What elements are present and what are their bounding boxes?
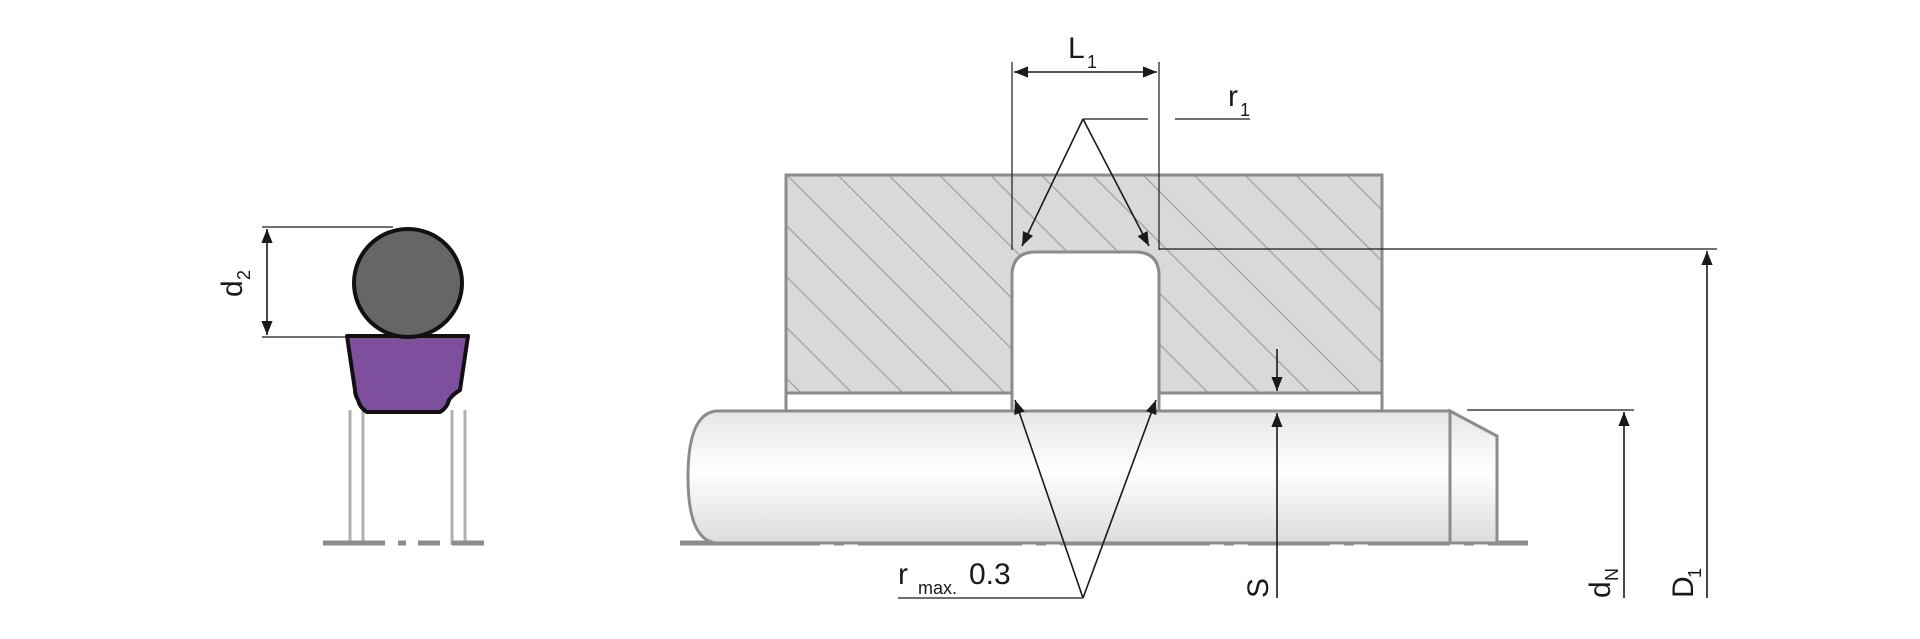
svg-text:1: 1 (1240, 100, 1250, 120)
r1-label: r 1 (1228, 80, 1250, 120)
profile-ring (345, 334, 470, 414)
svg-text:2: 2 (234, 270, 254, 280)
S-label: S (1242, 578, 1275, 598)
d2-label: d 2 (216, 270, 254, 297)
groove (1010, 250, 1161, 413)
rod (686, 409, 1452, 545)
svg-text:r: r (898, 558, 908, 591)
seal-cross-section: d 2 (216, 226, 484, 546)
svg-text:1: 1 (1685, 568, 1705, 578)
svg-text:0.3: 0.3 (969, 558, 1011, 591)
svg-text:N: N (1602, 568, 1622, 581)
r1-leader-right (1082, 118, 1150, 247)
svg-text:1: 1 (1087, 52, 1097, 72)
svg-text:D: D (1667, 576, 1700, 598)
r1-leader-left (1021, 118, 1084, 247)
rmax-leader-left (1014, 399, 1084, 599)
D1-label: D 1 (1667, 568, 1705, 598)
rod-chamfer (1448, 408, 1499, 545)
rmax-label: r max. 0.3 (898, 558, 1011, 598)
dN-label: d N (1584, 568, 1622, 598)
svg-text:d: d (1584, 581, 1617, 598)
svg-text:S: S (1242, 578, 1275, 598)
installation-section: L 1 r 1 r max. 0.3 S d N (680, 32, 1717, 599)
L1-label: L 1 (1068, 32, 1097, 72)
svg-text:d: d (216, 280, 249, 297)
seal-support-lines (348, 410, 467, 545)
rmax-leader-right (1082, 399, 1157, 599)
svg-text:L: L (1068, 32, 1085, 65)
svg-text:max.: max. (918, 578, 957, 598)
svg-text:r: r (1228, 80, 1238, 113)
o-ring (352, 227, 464, 339)
